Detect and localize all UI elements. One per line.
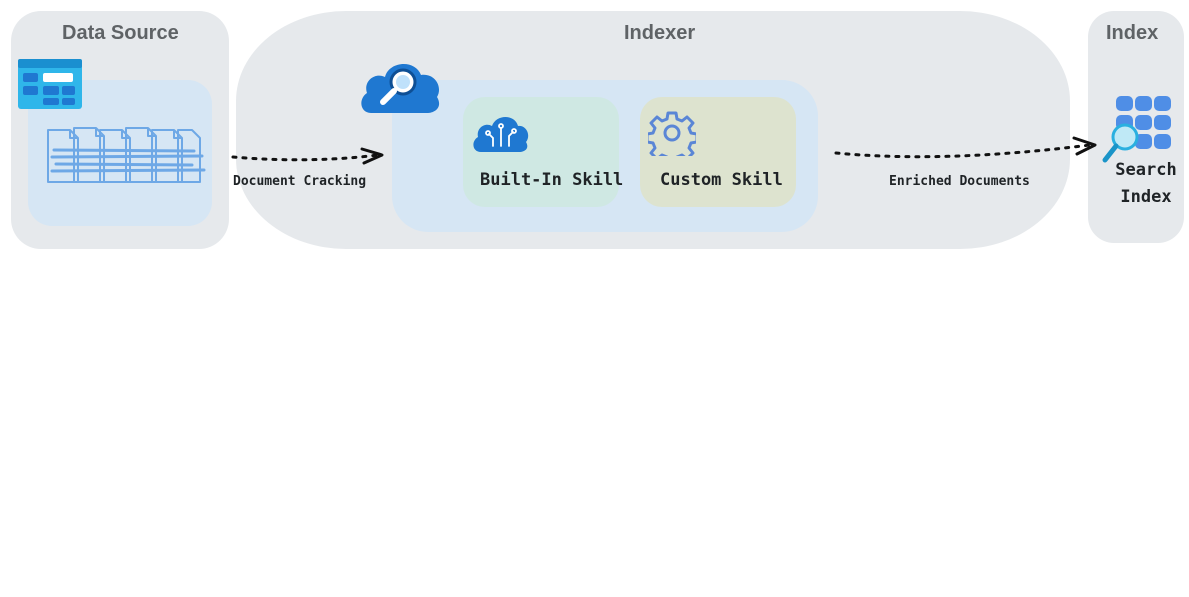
data-source-title: Data Source: [62, 22, 179, 44]
gear-icon: [648, 111, 696, 156]
documents-icon: [47, 127, 206, 183]
document-cracking-arrow: [231, 147, 384, 165]
custom-skill-box: [640, 97, 796, 207]
built-in-skill-label: Built-In Skill: [480, 170, 624, 190]
search-index-label: Search Index: [1106, 157, 1186, 211]
index-title: Index: [1106, 22, 1159, 44]
enriched-documents-label: Enriched Documents: [889, 174, 1030, 189]
custom-skill-label: Custom Skill: [660, 170, 783, 190]
storage-table-icon: [18, 59, 82, 109]
indexer-title: Indexer: [624, 22, 696, 44]
cognitive-search-cloud-icon: [361, 63, 440, 113]
search-index-line2: Index: [1120, 187, 1172, 207]
document-cracking-label: Document Cracking: [233, 174, 367, 189]
ai-cloud-icon: [473, 117, 529, 152]
search-index-line1: Search: [1115, 160, 1177, 180]
enriched-documents-arrow: [834, 136, 1097, 159]
search-grid-icon: [1102, 96, 1171, 163]
